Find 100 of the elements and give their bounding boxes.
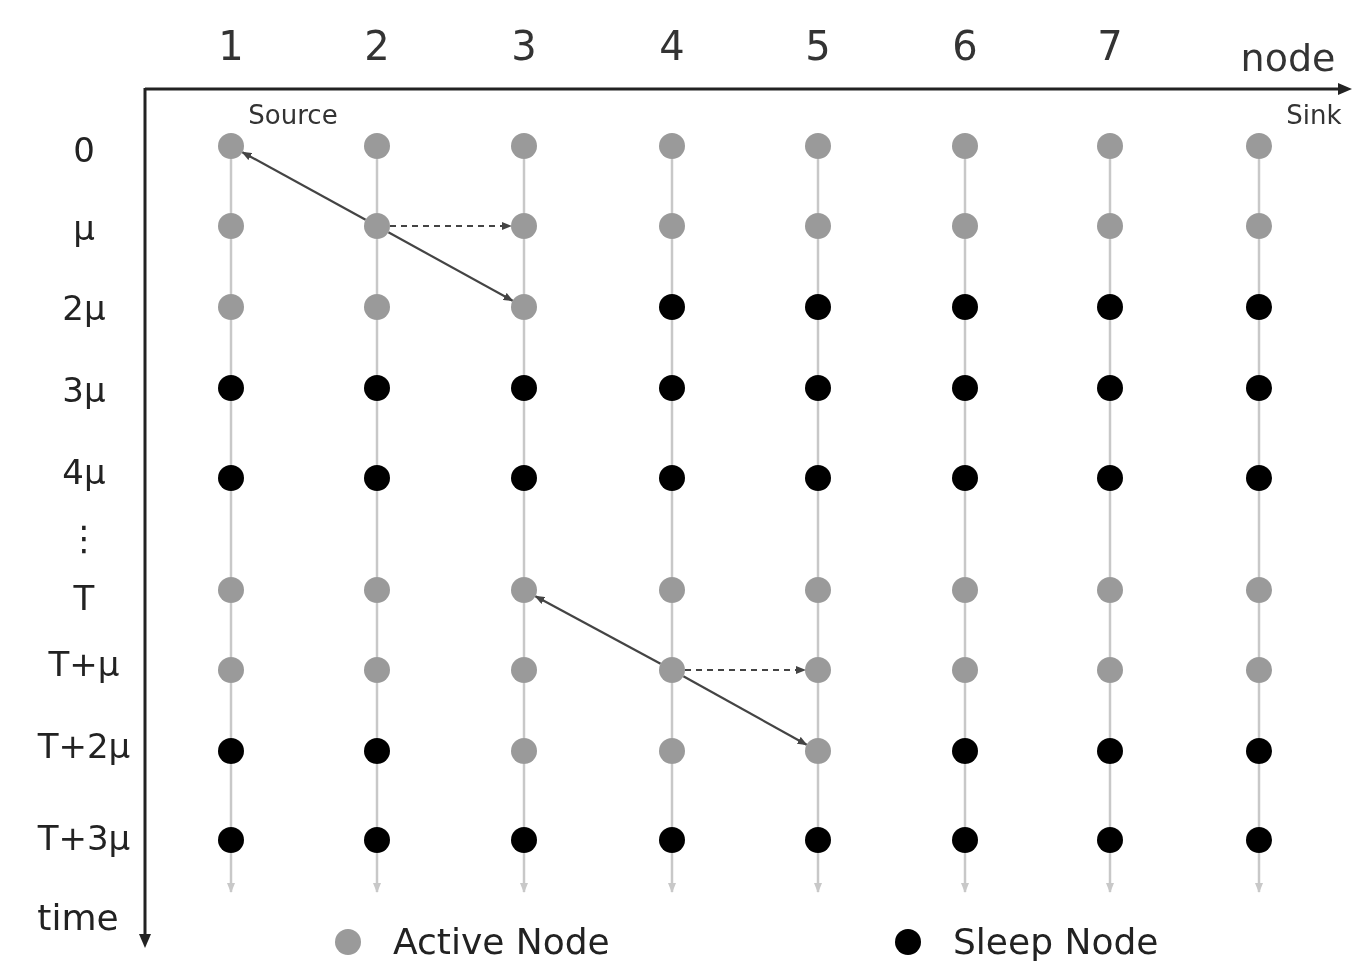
axis-label: time <box>37 900 119 936</box>
timeline <box>670 401 674 465</box>
arrow <box>685 666 806 674</box>
timeline <box>375 491 379 577</box>
arrow <box>534 595 662 665</box>
timeline <box>1257 683 1261 738</box>
column-number: 7 <box>1097 26 1123 66</box>
timeline <box>670 491 674 577</box>
timeline <box>375 683 379 738</box>
timeline <box>1257 603 1261 657</box>
timeline <box>375 401 379 465</box>
timeline <box>1106 853 1114 893</box>
timeline <box>229 239 233 294</box>
arrow <box>387 231 514 302</box>
node-caption: Source <box>248 99 338 132</box>
timeline <box>522 159 526 213</box>
timeline <box>816 683 820 738</box>
timeline <box>1255 853 1263 893</box>
timeline <box>1257 159 1261 213</box>
arrow <box>390 222 512 230</box>
timeline <box>963 401 967 465</box>
timeline <box>816 159 820 213</box>
timeline <box>814 853 822 893</box>
time-label: 3μ <box>62 373 106 407</box>
timeline <box>670 239 674 294</box>
time-label: 0 <box>73 133 95 167</box>
timeline <box>963 683 967 738</box>
timeline <box>670 683 674 738</box>
timeline <box>1257 320 1261 375</box>
timeline <box>522 491 526 577</box>
timeline <box>1108 401 1112 465</box>
time-label: ⋮ <box>67 521 101 555</box>
time-label: 4μ <box>62 455 106 489</box>
legend-label: Sleep Node <box>953 924 1159 960</box>
timeline <box>229 320 233 375</box>
timeline <box>375 159 379 213</box>
timeline <box>961 853 969 893</box>
timeline <box>229 491 233 577</box>
timeline <box>670 764 674 827</box>
column-number: 1 <box>218 26 244 66</box>
timeline <box>1108 603 1112 657</box>
timeline <box>963 239 967 294</box>
timeline <box>229 603 233 657</box>
timeline <box>670 603 674 657</box>
time-label: 2μ <box>62 291 106 325</box>
legend-label: Active Node <box>393 924 610 960</box>
timeline <box>670 320 674 375</box>
timeline <box>522 764 526 827</box>
timeline <box>229 159 233 213</box>
timeline <box>227 853 235 893</box>
timeline <box>1257 239 1261 294</box>
timeline <box>668 853 676 893</box>
axis-label: node <box>1240 39 1336 77</box>
timeline <box>375 320 379 375</box>
timeline <box>1108 491 1112 577</box>
timeline <box>1257 764 1261 827</box>
timeline <box>375 764 379 827</box>
column-number: 3 <box>511 26 537 66</box>
timeline <box>1108 683 1112 738</box>
arrow <box>241 151 367 221</box>
timeline <box>522 683 526 738</box>
timeline <box>816 320 820 375</box>
timeline <box>229 683 233 738</box>
time-label: T+2μ <box>37 729 131 763</box>
timeline <box>375 603 379 657</box>
timeline <box>1108 764 1112 827</box>
timeline <box>963 764 967 827</box>
timeline <box>963 491 967 577</box>
time-label: μ <box>73 211 95 245</box>
column-number: 5 <box>805 26 831 66</box>
timeline <box>1108 239 1112 294</box>
timeline <box>229 764 233 827</box>
timeline <box>816 764 820 827</box>
timeline <box>963 603 967 657</box>
time-label: T+μ <box>48 647 120 681</box>
timeline <box>522 320 526 375</box>
timeline <box>670 159 674 213</box>
timeline <box>522 239 526 294</box>
timeline <box>816 603 820 657</box>
timeline <box>816 401 820 465</box>
node-caption: Sink <box>1286 99 1342 132</box>
column-number: 6 <box>952 26 978 66</box>
timeline <box>373 853 381 893</box>
timeline <box>1257 491 1261 577</box>
timeline <box>375 239 379 294</box>
timeline <box>229 401 233 465</box>
timeline <box>522 603 526 657</box>
column-number: 2 <box>364 26 390 66</box>
timeline <box>816 239 820 294</box>
timeline <box>963 159 967 213</box>
timeline <box>1257 401 1261 465</box>
timeline <box>816 491 820 577</box>
timeline <box>520 853 528 893</box>
column-number: 4 <box>659 26 685 66</box>
time-label: T <box>73 581 95 615</box>
timeline <box>1108 320 1112 375</box>
timeline <box>963 320 967 375</box>
time-label: T+3μ <box>37 821 131 855</box>
arrow <box>682 675 808 746</box>
timeline <box>1108 159 1112 213</box>
